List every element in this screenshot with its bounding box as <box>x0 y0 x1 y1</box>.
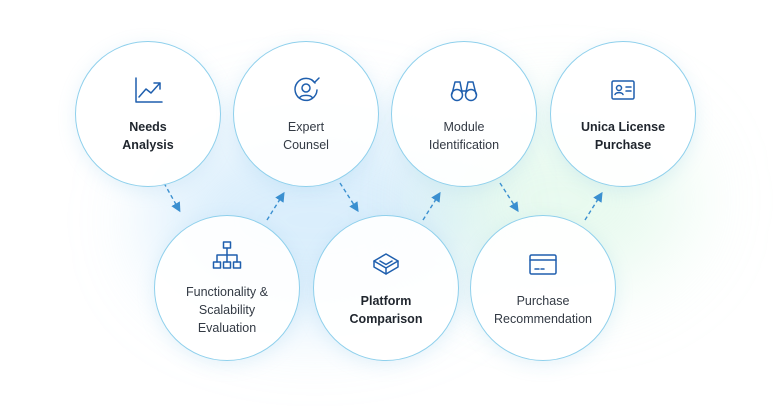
node-label: Expert Counsel <box>283 120 329 152</box>
node-needs-analysis: Needs Analysis <box>75 41 221 187</box>
node-platform-comparison: Platform Comparison <box>313 215 459 361</box>
node-label: Unica License Purchase <box>580 120 666 152</box>
cube-icon <box>370 248 402 280</box>
node-functionality-scalability-evaluation: Functionality & Scalability Evaluation <box>154 215 300 361</box>
node-label: Module Identification <box>428 120 500 152</box>
connector-needs-to-functionality <box>163 182 181 213</box>
hierarchy-icon <box>211 239 243 271</box>
connector-recommendation-to-unica <box>584 191 603 221</box>
id-card-icon <box>607 74 639 106</box>
trend-chart-icon <box>132 74 164 106</box>
connector-module-to-recommendation <box>499 182 519 213</box>
node-label: Platform Comparison <box>349 294 423 326</box>
binoculars-icon <box>448 74 480 106</box>
credit-card-icon <box>527 248 559 280</box>
connector-platform-to-module <box>422 191 441 221</box>
node-expert-counsel: Expert Counsel <box>233 41 379 187</box>
node-label: Needs Analysis <box>122 120 174 152</box>
node-module-identification: Module Identification <box>391 41 537 187</box>
node-label: Functionality & Scalability Evaluation <box>186 285 268 335</box>
connector-expert-to-platform <box>339 182 359 213</box>
user-check-icon <box>290 74 322 106</box>
node-unica-license-purchase: Unica License Purchase <box>550 41 696 187</box>
node-purchase-recommendation: Purchase Recommendation <box>470 215 616 361</box>
connector-functionality-to-expert <box>266 191 285 221</box>
node-label: Purchase Recommendation <box>494 294 592 326</box>
